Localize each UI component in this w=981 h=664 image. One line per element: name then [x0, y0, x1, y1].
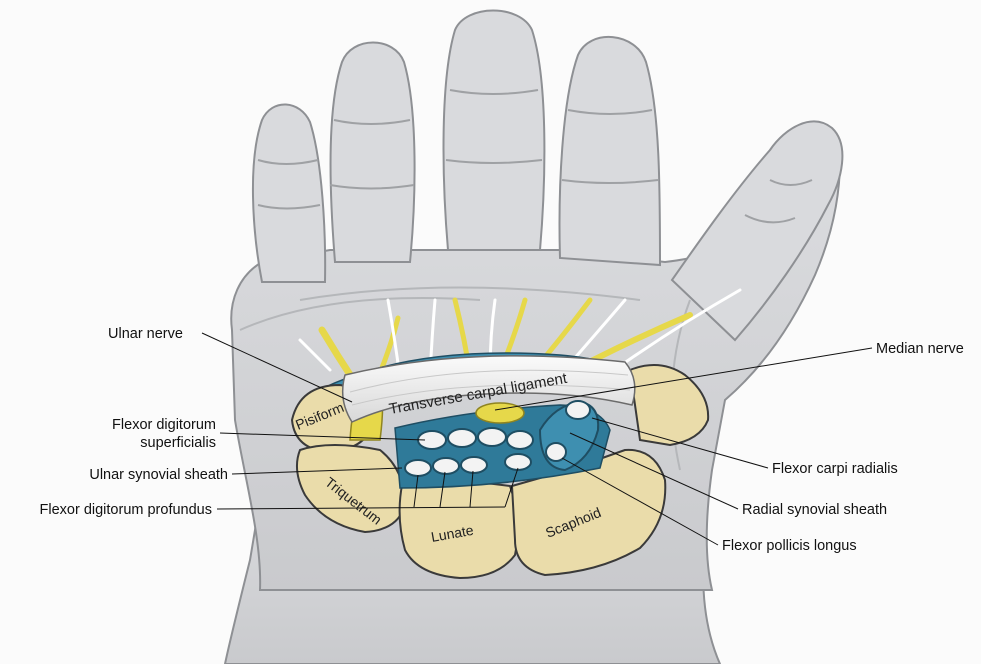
fds-label-line2: superficialis	[140, 435, 216, 451]
middle-finger	[444, 11, 545, 251]
flexor-carpi-radialis-label: Flexor carpi radialis	[772, 461, 898, 477]
radial-synovial-sheath-label: Radial synovial sheath	[742, 502, 887, 518]
little-finger	[253, 104, 325, 282]
flexor-pollicis-longus-label: Flexor pollicis longus	[722, 538, 857, 554]
ulnar-synovial-sheath-label: Ulnar synovial sheath	[89, 467, 228, 483]
fdp-label: Flexor digitorum profundus	[40, 502, 212, 518]
fds-label-line1: Flexor digitorum	[112, 417, 216, 433]
ring-finger	[331, 43, 415, 263]
index-finger	[560, 37, 660, 265]
median-nerve-label: Median nerve	[876, 341, 964, 357]
ulnar-nerve-label: Ulnar nerve	[108, 326, 183, 342]
